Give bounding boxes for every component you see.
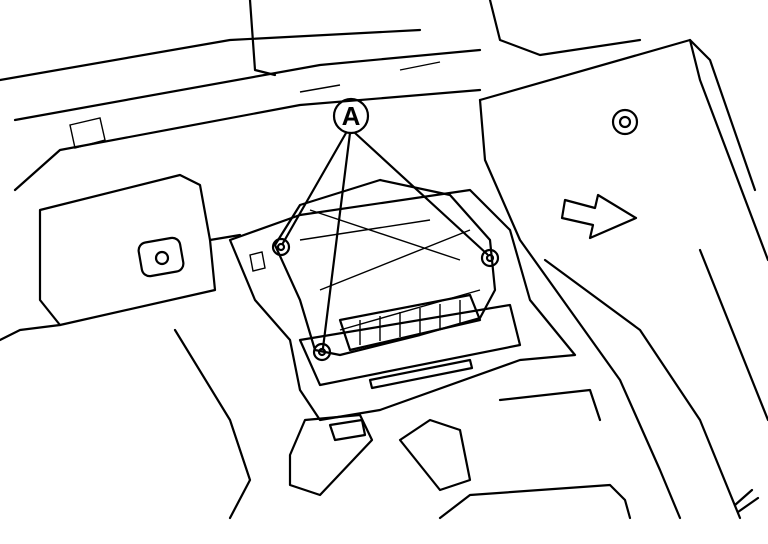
mounting-plate [173,188,577,520]
callout-a: A [332,97,370,135]
left-bracket [0,173,242,342]
bolt [480,248,500,268]
bolts [271,237,500,362]
upper-frame [0,0,642,192]
control-module [273,178,497,357]
bolt [312,342,332,362]
side-panel [478,38,768,520]
direction-arrow-icon [560,193,638,240]
callout-label: A [342,101,361,131]
bottom-clip [288,388,632,520]
bolt [485,253,495,263]
bolt [276,242,286,252]
bolt [317,347,327,357]
bolt [271,237,291,257]
callout-leaders [281,131,489,350]
